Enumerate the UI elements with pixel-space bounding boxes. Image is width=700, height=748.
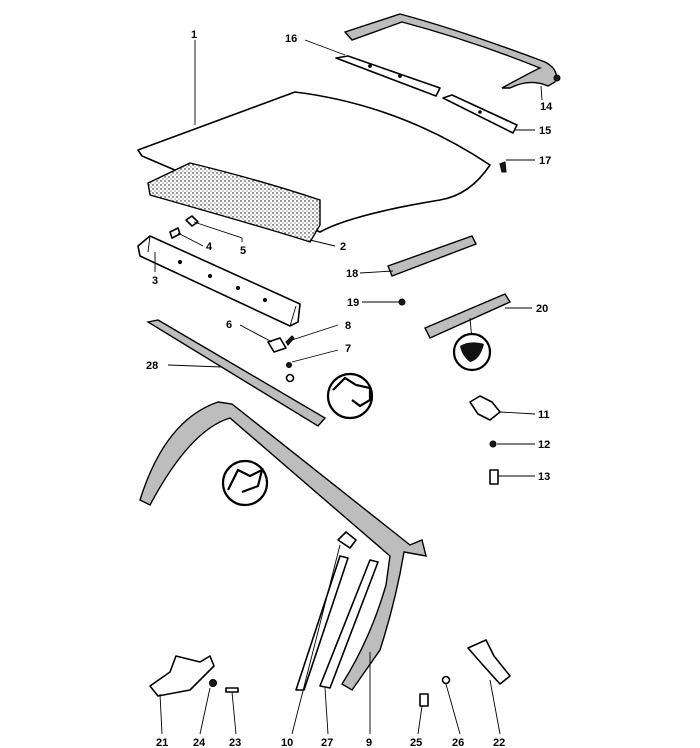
trim-strip-upper — [335, 55, 441, 97]
windshield-frame-seal — [139, 401, 427, 691]
hinge-11-icon — [469, 395, 501, 421]
nut-24-icon — [209, 679, 217, 687]
callout-20: 20 — [536, 303, 548, 315]
hinge-22-icon — [467, 639, 511, 685]
callout-13: 13 — [538, 471, 550, 483]
callout-25: 25 — [410, 737, 422, 748]
callout-21: 21 — [156, 737, 168, 748]
callout-8: 8 — [345, 320, 351, 332]
roof-side-rail — [137, 235, 301, 327]
screw-25-icon — [419, 693, 429, 707]
door-weather-strip-18 — [387, 235, 477, 277]
callout-26: 26 — [452, 737, 464, 748]
nut-7-icon — [285, 362, 295, 383]
door-seal-20 — [424, 293, 512, 372]
roof-rail-seal-28 — [146, 319, 374, 427]
callout-3: 3 — [152, 275, 158, 287]
hinge-21-icon — [149, 655, 215, 697]
callout-22: 22 — [493, 737, 505, 748]
trim-strip-lower — [442, 94, 518, 134]
screw-23-icon — [225, 687, 239, 693]
callout-labels: 1 16 14 15 17 2 4 5 3 18 19 20 6 8 7 28 … — [146, 29, 553, 748]
roof-panel — [137, 91, 491, 233]
roof-insulation-pad — [147, 162, 321, 243]
callout-18: 18 — [346, 268, 358, 280]
callout-12: 12 — [538, 439, 550, 451]
callout-6: 6 — [226, 319, 232, 331]
callout-16: 16 — [285, 33, 297, 45]
bolt-13-icon — [489, 469, 499, 485]
screw-8-icon — [285, 335, 295, 346]
callout-28: 28 — [146, 360, 158, 372]
callout-17: 17 — [539, 155, 551, 167]
part-6-icon — [267, 337, 287, 353]
callout-11: 11 — [538, 409, 550, 421]
callout-27: 27 — [321, 737, 333, 748]
rear-window-seal — [343, 13, 561, 89]
callout-5: 5 — [240, 245, 246, 257]
callout-4: 4 — [206, 241, 213, 253]
callout-23: 23 — [229, 737, 241, 748]
callout-19: 19 — [347, 297, 359, 309]
callout-2: 2 — [340, 241, 346, 253]
nut-26-icon — [441, 675, 451, 685]
washer-12-icon — [489, 440, 497, 448]
callout-1: 1 — [191, 29, 197, 41]
callout-14: 14 — [540, 101, 553, 113]
leader-lines — [154, 39, 543, 735]
callout-15: 15 — [539, 125, 551, 137]
callout-9: 9 — [366, 737, 372, 748]
grommet-5-icon — [185, 215, 199, 227]
callout-10: 10 — [281, 737, 293, 748]
screw-17-icon — [499, 161, 507, 173]
callout-7: 7 — [345, 343, 351, 355]
bracket-10-icon — [337, 531, 357, 549]
callout-24: 24 — [193, 737, 206, 748]
window-channel-27 — [295, 555, 379, 691]
